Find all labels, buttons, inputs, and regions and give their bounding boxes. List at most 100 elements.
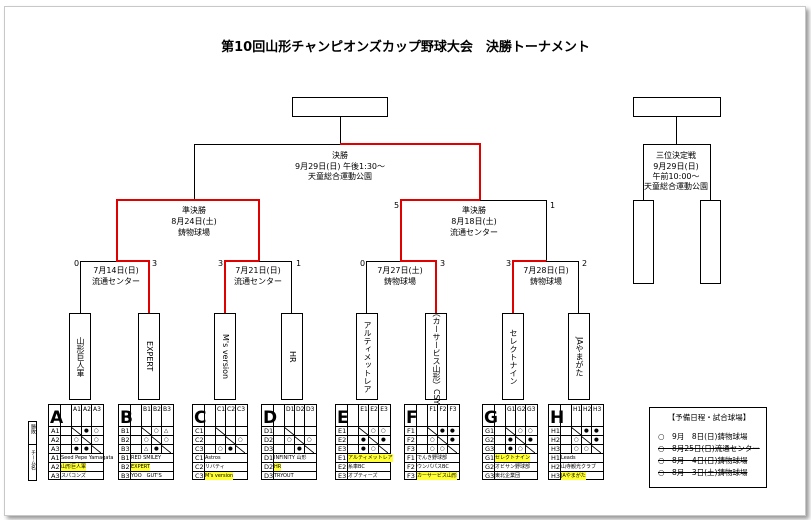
- third-place-date: 9月29日(日): [653, 162, 699, 171]
- group-col-header: H3: [593, 406, 602, 413]
- qf4-score-left: 3: [506, 259, 512, 268]
- schedule-item: ○ 8月 3日(土)鋳物球場: [658, 468, 748, 477]
- group-result-row: H1●●: [549, 426, 603, 435]
- group-result-row: E2●●: [336, 435, 390, 444]
- schedule-item: ○ 9月 8日(日)鋳物球場: [658, 432, 748, 441]
- group-result-row: A2○○: [49, 435, 103, 444]
- semi2-label: 準決勝: [462, 206, 486, 215]
- group-col-header: A3: [93, 406, 101, 413]
- team-box-csy: （カーサービス山形）CSY: [425, 309, 447, 404]
- third-place-team-box-right: [700, 200, 721, 284]
- group-result-row: B2○○: [119, 435, 173, 444]
- group-result-row: E3●○: [336, 444, 390, 453]
- group-col-header: D3: [306, 406, 315, 413]
- third-place-venue: 天童総合運動公園: [644, 182, 708, 191]
- group-result-row: C1: [193, 426, 247, 435]
- group-result-row: G2●●: [483, 435, 537, 444]
- team-box-yamagata-kyojingun: 山形巨人軍: [69, 313, 91, 400]
- group-col-header: A2: [83, 406, 91, 413]
- group-result-row: C3○●: [193, 444, 247, 453]
- group-result-row: F2○●: [405, 435, 459, 444]
- group-result-row: A1●○: [49, 426, 103, 435]
- page-title: 第10回山形チャンピオンズカップ野球大会 決勝トーナメント: [221, 40, 590, 55]
- semi1-label: 準決勝: [182, 206, 206, 215]
- group-result-row: E1○○: [336, 426, 390, 435]
- third-place-label: 三位決定戦: [656, 151, 696, 160]
- qf4-date: 7月28日(日): [523, 266, 569, 275]
- group-col-header: H2: [583, 406, 592, 413]
- group-col-header: D2: [296, 406, 305, 413]
- qf1-venue: 流通センター: [92, 277, 140, 286]
- semi1-venue: 鋳物球場: [178, 228, 210, 237]
- group-col-header: H1: [573, 406, 582, 413]
- group-col-header: E1: [360, 406, 368, 413]
- group-col-header: C1: [217, 406, 226, 413]
- qf4-score-right: 2: [582, 259, 588, 268]
- group-result-row: H2○●: [549, 435, 603, 444]
- semi2-venue: 流通センター: [450, 228, 498, 237]
- group-letter: F: [406, 408, 418, 428]
- group-col-header: B2: [153, 406, 161, 413]
- group-col-header: G2: [517, 406, 526, 413]
- qf4-venue: 鋳物球場: [530, 277, 562, 286]
- third-place-time: 午前10:00～: [652, 172, 700, 181]
- group-col-header: F2: [439, 406, 447, 413]
- qf2-date: 7月21日(日): [235, 266, 281, 275]
- group-col-header: E2: [370, 406, 378, 413]
- third-place-team-box-left: [633, 200, 654, 284]
- champion-box: [292, 97, 388, 117]
- group-side-label: 勝敗 チーム名: [28, 421, 37, 481]
- group-result-row: D3●: [262, 444, 316, 453]
- qf1-score-left: 0: [74, 259, 80, 268]
- group-result-row: D2○○: [262, 435, 316, 444]
- group-letter: E: [337, 408, 349, 428]
- group-col-header: A1: [73, 406, 81, 413]
- qf3-venue: 鋳物球場: [384, 277, 416, 286]
- group-col-header: C3: [237, 406, 246, 413]
- group-col-header: D1: [286, 406, 295, 413]
- group-result-row: G3●○: [483, 444, 537, 453]
- schedule-title: 【予備日程・試合球場】: [667, 413, 751, 422]
- group-col-header: F1: [429, 406, 437, 413]
- group-result-row: D1: [262, 426, 316, 435]
- team-box-expert: EXPERT: [138, 313, 160, 400]
- group-result-row: B3△●: [119, 444, 173, 453]
- group-letter: C: [194, 408, 207, 428]
- group-letter: A: [50, 408, 64, 428]
- group-col-header: C2: [227, 406, 236, 413]
- group-result-row: A3●●: [49, 444, 103, 453]
- schedule-item: ○ 8月25日(日)流通センター: [658, 444, 760, 453]
- team-box-ms-version: M's version: [214, 313, 236, 400]
- group-col-header: F3: [449, 406, 457, 413]
- qf2-venue: 流通センター: [234, 277, 282, 286]
- group-col-header: G3: [527, 406, 536, 413]
- qf1-score-right: 3: [152, 259, 158, 268]
- semi2-score-right: 1: [550, 201, 556, 210]
- group-col-header: B1: [143, 406, 151, 413]
- group-result-row: H3○○: [549, 444, 603, 453]
- third-place-winner-box: [633, 97, 721, 117]
- group-result-row: F3○○: [405, 444, 459, 453]
- group-result-row: F1●●: [405, 426, 459, 435]
- qf3-date: 7月27日(土): [377, 266, 423, 275]
